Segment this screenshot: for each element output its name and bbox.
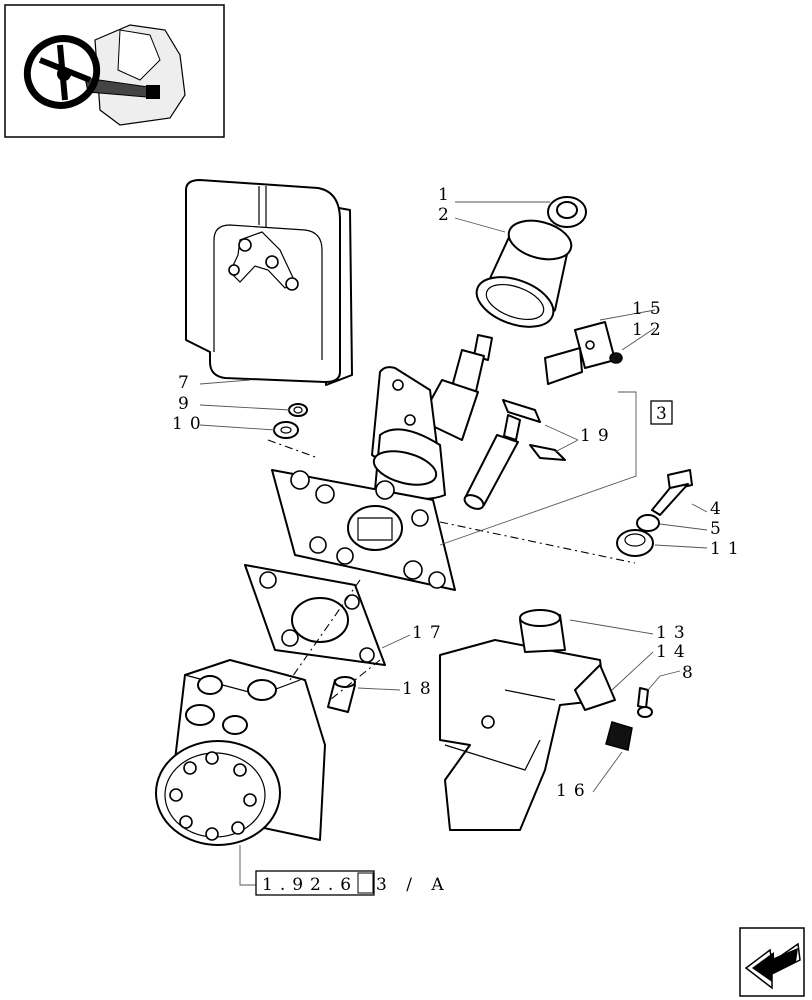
part-cap-11 [616, 529, 654, 557]
callout-18: 18 [402, 679, 438, 699]
callout-13: 13 [656, 623, 692, 643]
callout-11: 11 [710, 539, 746, 559]
steering-wheel-icon [4, 4, 225, 138]
part-lower-bracket [439, 609, 616, 831]
callout-9: 9 [178, 394, 196, 414]
reference-main: 1.92.6 [262, 875, 358, 895]
callout-7: 7 [178, 373, 196, 393]
part-bracket [544, 321, 623, 385]
callout-8: 8 [682, 663, 700, 683]
callout-14: 14 [656, 642, 692, 662]
callout-1: 1 [438, 185, 456, 205]
part-gas-strut [463, 399, 566, 510]
callout-10: 10 [172, 414, 208, 434]
ref-box-3[interactable]: 3 [650, 400, 673, 425]
part-washer-9 [288, 403, 308, 417]
reference-code[interactable]: 1.92.6 3 / A [255, 870, 451, 896]
part-mounting-plate [271, 469, 456, 591]
callout-17: 17 [412, 623, 448, 643]
part-nut [547, 196, 587, 228]
ref-box-3-label: 3 [656, 404, 667, 424]
callout-19: 19 [580, 426, 616, 446]
part-gasket [244, 564, 386, 666]
part-washer-5 [636, 514, 660, 532]
part-cap [605, 721, 633, 751]
part-pin [327, 676, 356, 713]
part-cover [185, 179, 353, 386]
part-steering-column [371, 334, 493, 500]
callout-15: 15 [632, 299, 668, 319]
part-bolt [651, 469, 693, 516]
part-bush [475, 219, 573, 328]
part-washer-10 [273, 421, 299, 439]
reference-suffix: 3 / A [376, 875, 451, 895]
callout-12: 12 [632, 320, 668, 340]
callout-5: 5 [710, 519, 728, 539]
part-screw-8 [637, 687, 653, 718]
callout-16: 16 [556, 781, 592, 801]
callout-4: 4 [710, 499, 728, 519]
part-steering-valve [155, 659, 326, 846]
arrow-back-icon[interactable] [739, 927, 805, 997]
callout-2: 2 [438, 205, 456, 225]
